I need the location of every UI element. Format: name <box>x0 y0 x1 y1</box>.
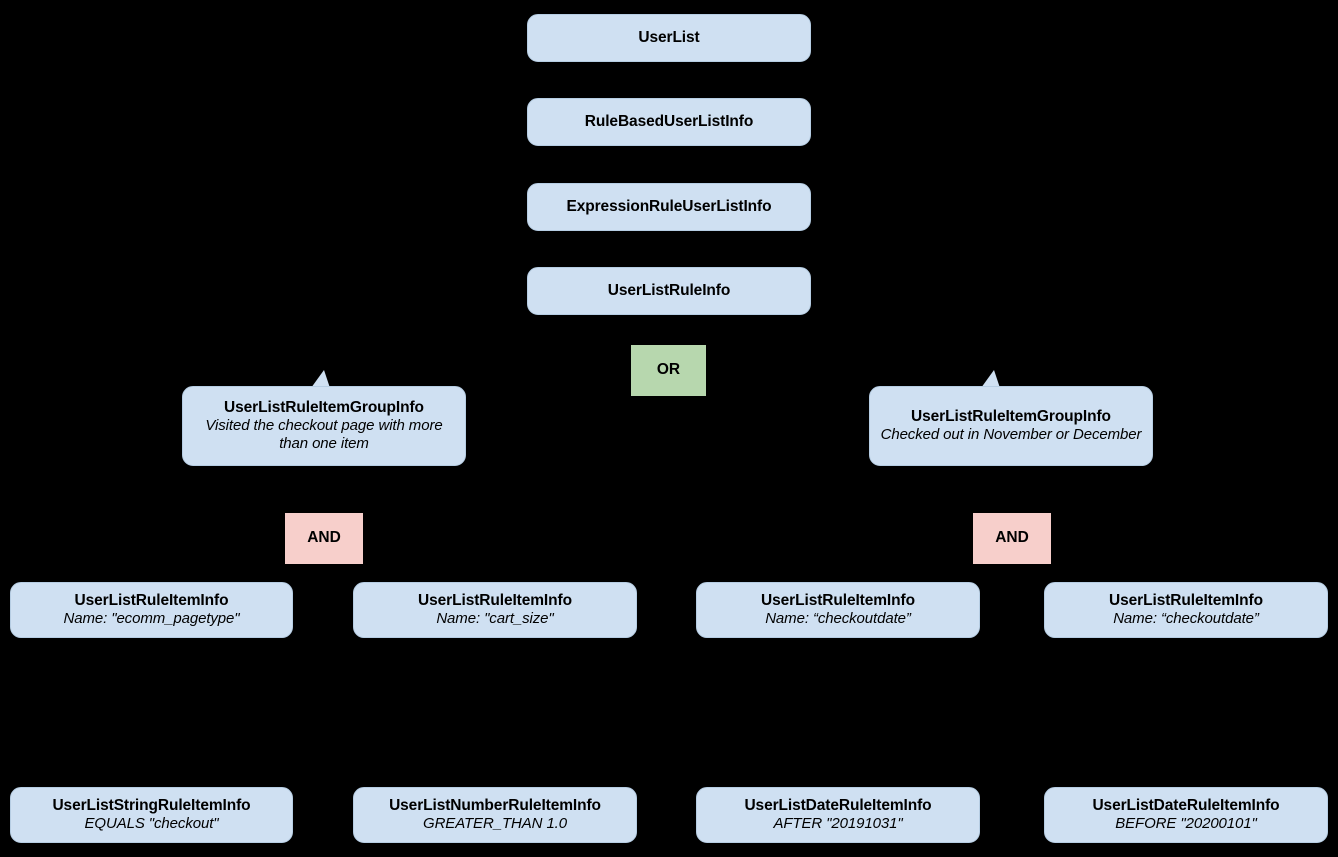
node-title: UserListRuleItemInfo <box>761 592 915 610</box>
node-title: UserListRuleItemInfo <box>418 592 572 610</box>
connector-notch-right <box>981 370 1000 388</box>
node-operator-or[interactable]: OR <box>631 345 706 396</box>
node-userlist[interactable]: UserList <box>527 14 811 62</box>
node-date-rule-item-before[interactable]: UserListDateRuleItemInfo BEFORE "2020010… <box>1044 787 1328 843</box>
node-subtitle: GREATER_THAN 1.0 <box>423 815 567 833</box>
node-title: RuleBasedUserListInfo <box>584 112 754 130</box>
operator-label: AND <box>995 529 1029 547</box>
node-rule-item-ecomm-pagetype[interactable]: UserListRuleItemInfo Name: "ecomm_pagety… <box>10 582 293 638</box>
node-userlistruleinfo[interactable]: UserListRuleInfo <box>527 267 811 315</box>
node-title: UserListRuleItemInfo <box>1109 592 1263 610</box>
node-title: UserListNumberRuleItemInfo <box>389 797 601 815</box>
operator-label: AND <box>307 529 341 547</box>
node-rule-item-checkoutdate-before[interactable]: UserListRuleItemInfo Name: “checkoutdate… <box>1044 582 1328 638</box>
node-operator-and-right[interactable]: AND <box>973 513 1051 564</box>
node-title: UserListStringRuleItemInfo <box>52 797 251 815</box>
node-title: UserListRuleItemInfo <box>74 592 229 610</box>
node-subtitle: Name: “checkoutdate” <box>765 610 911 628</box>
node-subtitle: Visited the checkout page with more than… <box>205 417 443 453</box>
node-subtitle: BEFORE "20200101" <box>1115 815 1257 833</box>
node-title: UserListRuleInfo <box>607 281 731 299</box>
node-subtitle: Name: “checkoutdate” <box>1113 610 1259 628</box>
node-date-rule-item-after[interactable]: UserListDateRuleItemInfo AFTER "20191031… <box>696 787 980 843</box>
node-number-rule-item-greater-than[interactable]: UserListNumberRuleItemInfo GREATER_THAN … <box>353 787 637 843</box>
node-title: UserListRuleItemGroupInfo <box>224 399 424 417</box>
node-expressionruleuserlistinfo[interactable]: ExpressionRuleUserListInfo <box>527 183 811 231</box>
node-subtitle: Name: "ecomm_pagetype" <box>63 610 240 628</box>
connector-notch-left <box>311 370 330 388</box>
node-subtitle: AFTER "20191031" <box>773 815 903 833</box>
node-title: ExpressionRuleUserListInfo <box>566 197 772 215</box>
node-rule-item-checkoutdate-after[interactable]: UserListRuleItemInfo Name: “checkoutdate… <box>696 582 980 638</box>
node-group-left[interactable]: UserListRuleItemGroupInfo Visited the ch… <box>182 386 466 466</box>
operator-label: OR <box>656 361 681 379</box>
node-group-right[interactable]: UserListRuleItemGroupInfo Checked out in… <box>869 386 1153 466</box>
node-subtitle: Checked out in November or December <box>880 426 1142 444</box>
node-subtitle: Name: "cart_size" <box>436 610 554 628</box>
node-rule-item-cart-size[interactable]: UserListRuleItemInfo Name: "cart_size" <box>353 582 637 638</box>
node-operator-and-left[interactable]: AND <box>285 513 363 564</box>
node-title: UserListDateRuleItemInfo <box>744 797 932 815</box>
node-title: UserList <box>638 28 700 46</box>
node-title: UserListRuleItemGroupInfo <box>911 408 1111 426</box>
node-title: UserListDateRuleItemInfo <box>1092 797 1280 815</box>
node-string-rule-item-equals-checkout[interactable]: UserListStringRuleItemInfo EQUALS "check… <box>10 787 293 843</box>
node-rulebaseduserlistinfo[interactable]: RuleBasedUserListInfo <box>527 98 811 146</box>
node-subtitle: EQUALS "checkout" <box>84 815 219 833</box>
